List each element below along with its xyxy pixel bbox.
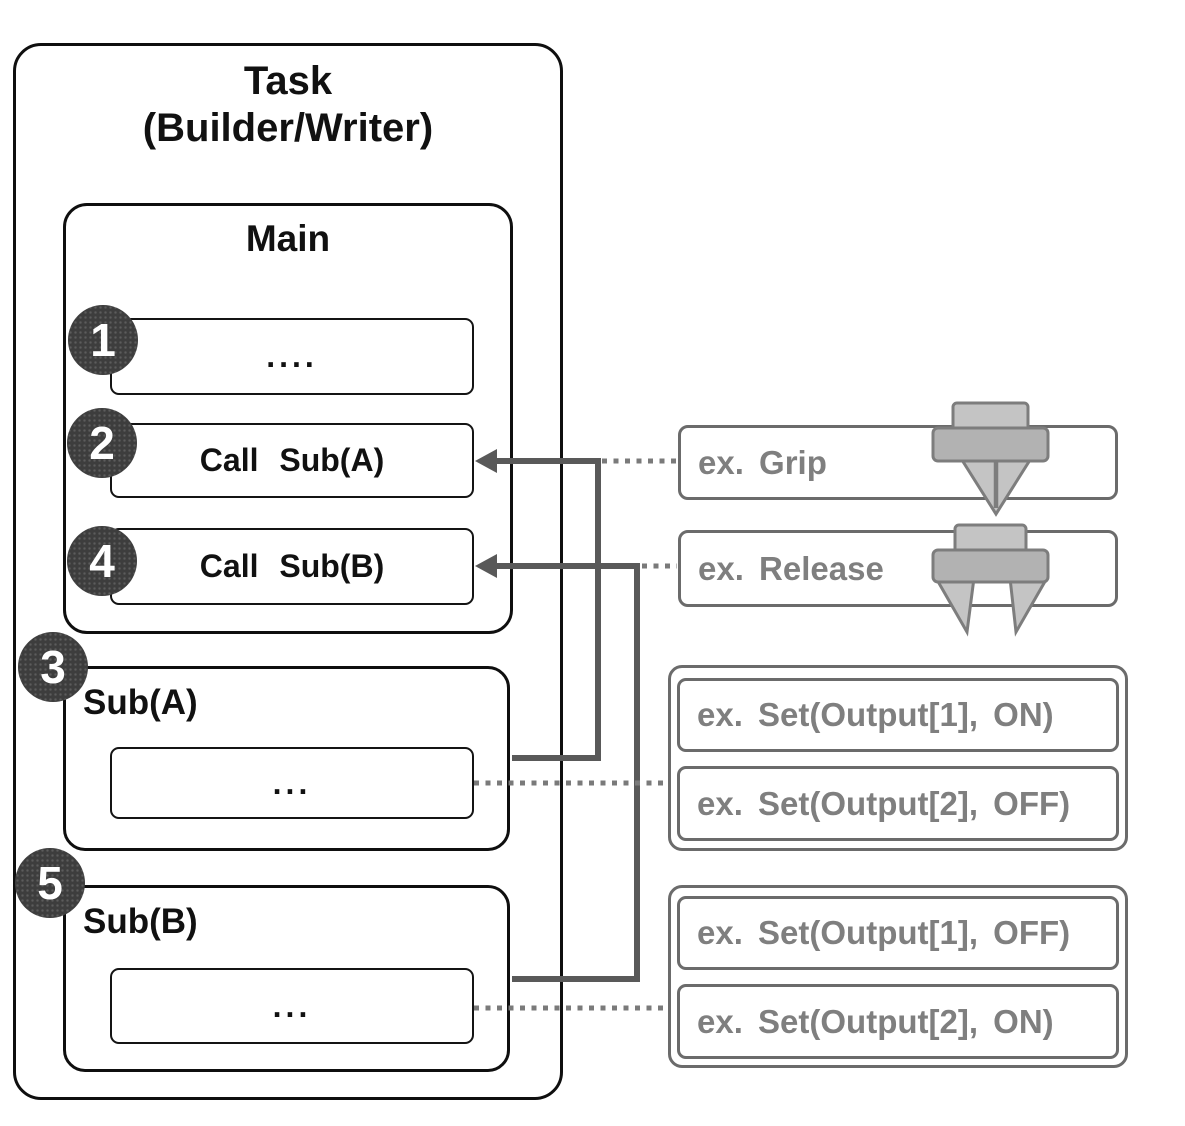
example-sub-b-item-1-label: ex. Set(Output[1], OFF) — [697, 914, 1071, 951]
sub-a-title: Sub(A) — [83, 683, 198, 722]
example-release-label: ex. Release — [698, 549, 884, 587]
task-title-line2: (Builder/Writer) — [142, 106, 434, 150]
example-release-box: ex. Release — [678, 530, 1118, 607]
step-badge-4: 4 — [67, 526, 137, 596]
statement-call-sub-a-box: Call Sub(A) — [110, 423, 474, 498]
sub-b-title: Sub(B) — [83, 902, 198, 941]
step-badge-3: 3 — [18, 632, 88, 702]
sub-b-body-box: ... — [110, 968, 474, 1044]
task-title: Task (Builder/Writer) — [13, 58, 563, 152]
example-sub-a-item-1-label: ex. Set(Output[1], ON) — [697, 696, 1054, 733]
statement-ellipsis-box: .... — [110, 318, 474, 395]
example-sub-b-item-2: ex. Set(Output[2], ON) — [677, 984, 1119, 1059]
step-badge-5: 5 — [15, 848, 85, 918]
statement-call-sub-a-label: Call Sub(A) — [199, 442, 385, 478]
example-sub-b-item-1: ex. Set(Output[1], OFF) — [677, 896, 1119, 970]
statement-call-sub-b-label: Call Sub(B) — [199, 548, 385, 584]
step-badge-2: 2 — [67, 408, 137, 478]
example-grip-label: ex. Grip — [698, 443, 827, 481]
statement-call-sub-b-box: Call Sub(B) — [110, 528, 474, 605]
sub-a-body-label: ... — [272, 764, 312, 801]
example-sub-a-item-2-label: ex. Set(Output[2], OFF) — [697, 784, 1071, 822]
main-title: Main — [245, 218, 331, 259]
example-sub-a-item-2: ex. Set(Output[2], OFF) — [677, 766, 1119, 841]
example-sub-b-item-2-label: ex. Set(Output[2], ON) — [697, 1002, 1054, 1040]
statement-ellipsis-label: .... — [266, 338, 318, 374]
step-badge-1: 1 — [68, 305, 138, 375]
example-sub-a-item-1: ex. Set(Output[1], ON) — [677, 678, 1119, 752]
example-grip-box: ex. Grip — [678, 425, 1118, 500]
sub-b-body-label: ... — [272, 987, 312, 1024]
task-title-line1: Task — [243, 59, 333, 103]
sub-a-body-box: ... — [110, 747, 474, 819]
